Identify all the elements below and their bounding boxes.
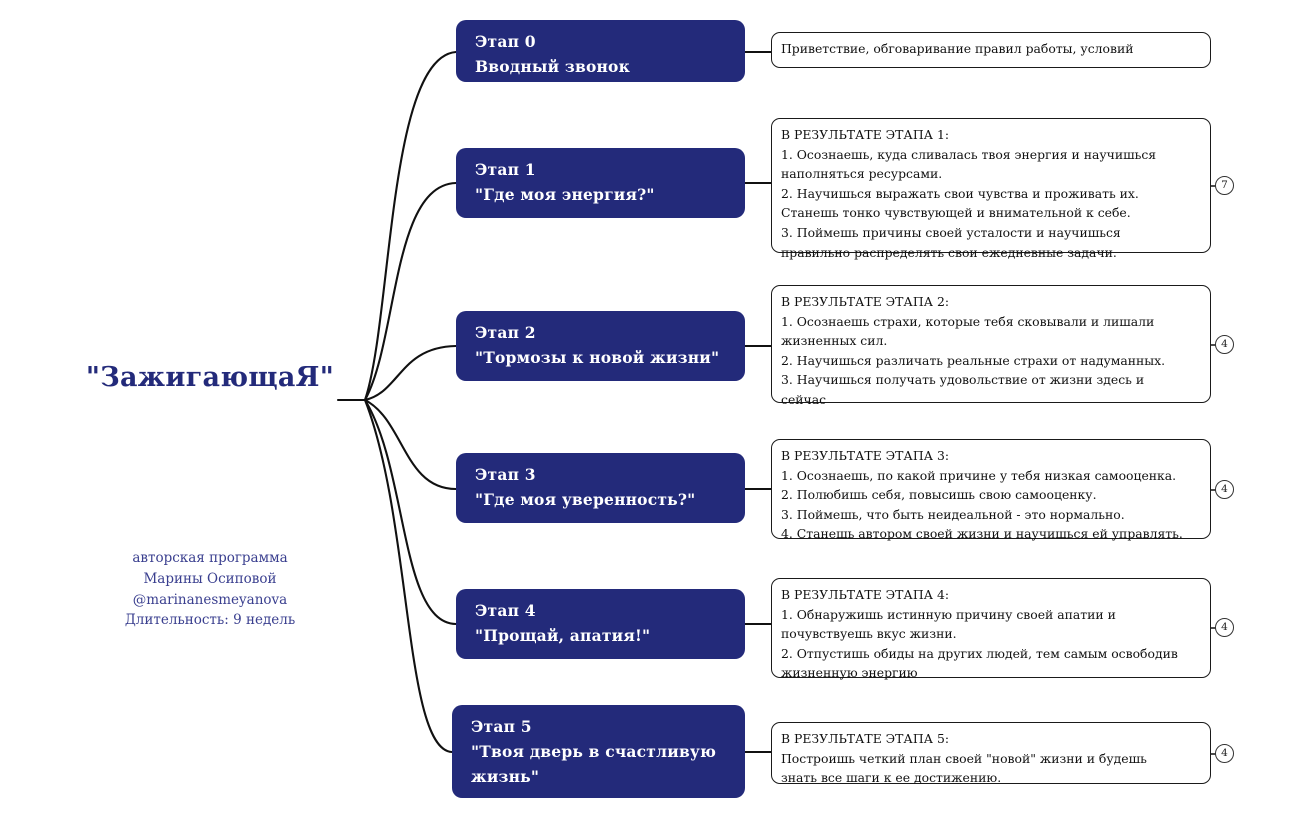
desc-box-0: Приветствие, обговаривание правил работы… [771,32,1211,68]
desc-3-line-4: 4. Станешь автором своей жизни и научишь… [781,526,1183,542]
stage-4-line-1: "Прощай, апатия!" [475,626,651,645]
desc-1-line-0: В РЕЗУЛЬТАТЕ ЭТАПА 1: [781,127,949,142]
stage-1-line-1: "Где моя энергия?" [475,185,655,204]
stage-3-line-0: Этап 3 [475,465,536,484]
stage-2-line-0: Этап 2 [475,323,536,342]
stage-5-line-0: Этап 5 [471,717,532,736]
stage-3-line-1: "Где моя уверенность?" [475,490,696,509]
desc-4-line-4: жизненную энергию [781,665,918,681]
desc-5-line-0: В РЕЗУЛЬТАТЕ ЭТАПА 5: [781,731,949,746]
count-badge-4: 4 [1215,618,1234,637]
stage-box-2[interactable]: Этап 2 "Тормозы к новой жизни" [456,311,745,381]
desc-2-line-0: В РЕЗУЛЬТАТЕ ЭТАПА 2: [781,294,949,309]
branch-curve-2 [363,344,458,402]
branch-curve-4 [363,398,458,626]
desc-2-line-2: жизненных сил. [781,333,888,349]
stage-box-0[interactable]: Этап 0 Вводный звонок [456,20,745,82]
meta-line-author: Марины Осиповой [143,571,277,587]
desc-2-line-4: 3. Научишься получать удовольствие от жи… [781,372,1145,388]
desc-3-line-0: В РЕЗУЛЬТАТЕ ЭТАПА 3: [781,448,949,463]
count-badge-5: 4 [1215,744,1234,763]
desc-box-4: В РЕЗУЛЬТАТЕ ЭТАПА 4: 1. Обнаружишь исти… [771,578,1211,680]
desc-box-5: В РЕЗУЛЬТАТЕ ЭТАПА 5: Построишь четкий п… [771,722,1211,785]
desc-1-line-5: 3. Поймешь причины своей усталости и нау… [781,224,1121,240]
root-author-meta: авторская программа Марины Осиповой @mar… [60,548,360,611]
count-badge-2: 4 [1215,335,1234,354]
count-badge-1: 7 [1215,176,1234,195]
branch-curve-3 [363,398,458,491]
desc-4-line-1: 1. Обнаружишь истинную причину своей апа… [781,606,1116,622]
desc-1-line-1: 1. Осознаешь, куда сливалась твоя энерги… [781,146,1157,162]
stage-box-3[interactable]: Этап 3 "Где моя уверенность?" [456,453,745,523]
desc-1-line-3: 2. Научишься выражать свои чувства и про… [781,185,1139,201]
meta-line-program: авторская программа [132,550,288,566]
branch-curve-1 [363,181,458,402]
stage-2-line-1: "Тормозы к новой жизни" [475,348,720,367]
branch-curve-5 [363,398,454,754]
stage-5-line-1: "Твоя дверь в счастливую [471,742,717,761]
desc-4-line-0: В РЕЗУЛЬТАТЕ ЭТАПА 4: [781,587,949,602]
stage-5-line-2: жизнь" [471,767,540,786]
branch-curve-0 [363,50,458,402]
desc-1-line-2: наполняться ресурсами. [781,166,943,182]
desc-4-line-2: почувствуешь вкус жизни. [781,626,957,642]
stage-box-5[interactable]: Этап 5 "Твоя дверь в счастливую жизнь" [452,705,745,798]
desc-4-line-3: 2. Отпустишь обиды на других людей, тем … [781,645,1178,661]
root-title: "ЗажигающаЯ" [85,362,335,393]
stage-box-1[interactable]: Этап 1 "Где моя энергия?" [456,148,745,218]
meta-line-handle: @marinanesmeyanova [132,592,288,608]
stage-box-4[interactable]: Этап 4 "Прощай, апатия!" [456,589,745,659]
desc-0-line-0: Приветствие, обговаривание правил работы… [781,41,1134,56]
desc-3-line-1: 1. Осознаешь, по какой причине у тебя ни… [781,467,1177,483]
desc-2-line-3: 2. Научишься различать реальные страхи о… [781,352,1166,368]
desc-3-line-3: 3. Поймешь, что быть неидеальной - это н… [781,506,1125,522]
desc-box-1: В РЕЗУЛЬТАТЕ ЭТАПА 1: 1. Осознаешь, куда… [771,118,1211,260]
stage-0-line-1: Вводный звонок [475,57,630,76]
desc-5-line-2: знать все шаги к ее достижению. [781,770,1002,786]
stage-0-line-0: Этап 0 [475,32,536,51]
desc-3-line-2: 2. Полюбишь себя, повысишь свою самооцен… [781,487,1097,503]
desc-5-line-1: Построишь четкий план своей "новой" жизн… [781,750,1147,766]
desc-2-line-5: сейчас [781,391,827,407]
stage-4-line-0: Этап 4 [475,601,536,620]
desc-box-2: В РЕЗУЛЬТАТЕ ЭТАПА 2: 1. Осознаешь страх… [771,285,1211,407]
desc-box-3: В РЕЗУЛЬТАТЕ ЭТАПА 3: 1. Осознаешь, по к… [771,439,1211,541]
count-badge-3: 4 [1215,480,1234,499]
desc-2-line-1: 1. Осознаешь страхи, которые тебя сковыв… [781,313,1155,329]
desc-1-line-6: правильно распределять свои ежедневные з… [781,244,1117,260]
root-duration: Длительность: 9 недель [124,612,296,628]
stage-1-line-0: Этап 1 [475,160,536,179]
desc-1-line-4: Станешь тонко чувствующей и внимательной… [781,205,1131,221]
